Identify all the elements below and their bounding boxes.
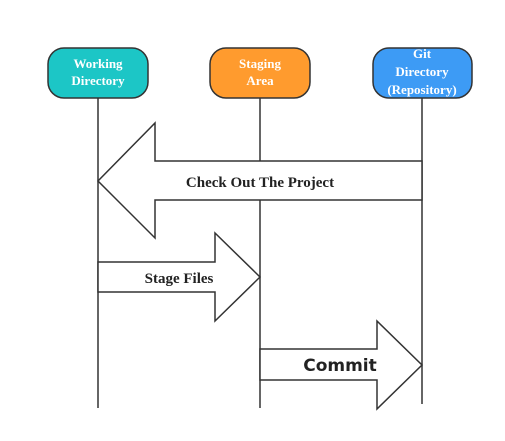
- stage-files-arrow-shape: [97, 231, 262, 323]
- participant-working-directory: Working Directory: [47, 47, 149, 99]
- checkout-arrow: Check Out The Project: [96, 121, 423, 240]
- commit-arrow-shape: [259, 319, 424, 411]
- participant-staging-area: Staging Area: [209, 47, 311, 99]
- staging-area-label-line1: Staging: [239, 56, 281, 71]
- git-directory-box: [372, 47, 473, 99]
- staging-area-label-line2: Area: [246, 73, 274, 88]
- participant-git-directory: Git Directory (Repository): [372, 46, 473, 99]
- working-directory-box: [47, 47, 149, 99]
- stage-files-arrow: Stage Files: [97, 231, 262, 323]
- stage-files-arrow-label: Stage Files: [145, 271, 214, 287]
- git-directory-label-line2: Directory: [395, 64, 449, 79]
- checkout-arrow-label: Check Out The Project: [186, 175, 334, 191]
- git-directory-label-line1: Git: [413, 46, 432, 61]
- staging-area-box: [209, 47, 311, 99]
- working-directory-label-line1: Working: [73, 56, 123, 71]
- checkout-arrow-shape: [96, 121, 423, 240]
- git-directory-label-line3: (Repository): [387, 82, 456, 97]
- commit-arrow-label: Commit: [303, 356, 377, 376]
- working-directory-label-line2: Directory: [71, 73, 125, 88]
- commit-arrow: Commit: [259, 319, 424, 411]
